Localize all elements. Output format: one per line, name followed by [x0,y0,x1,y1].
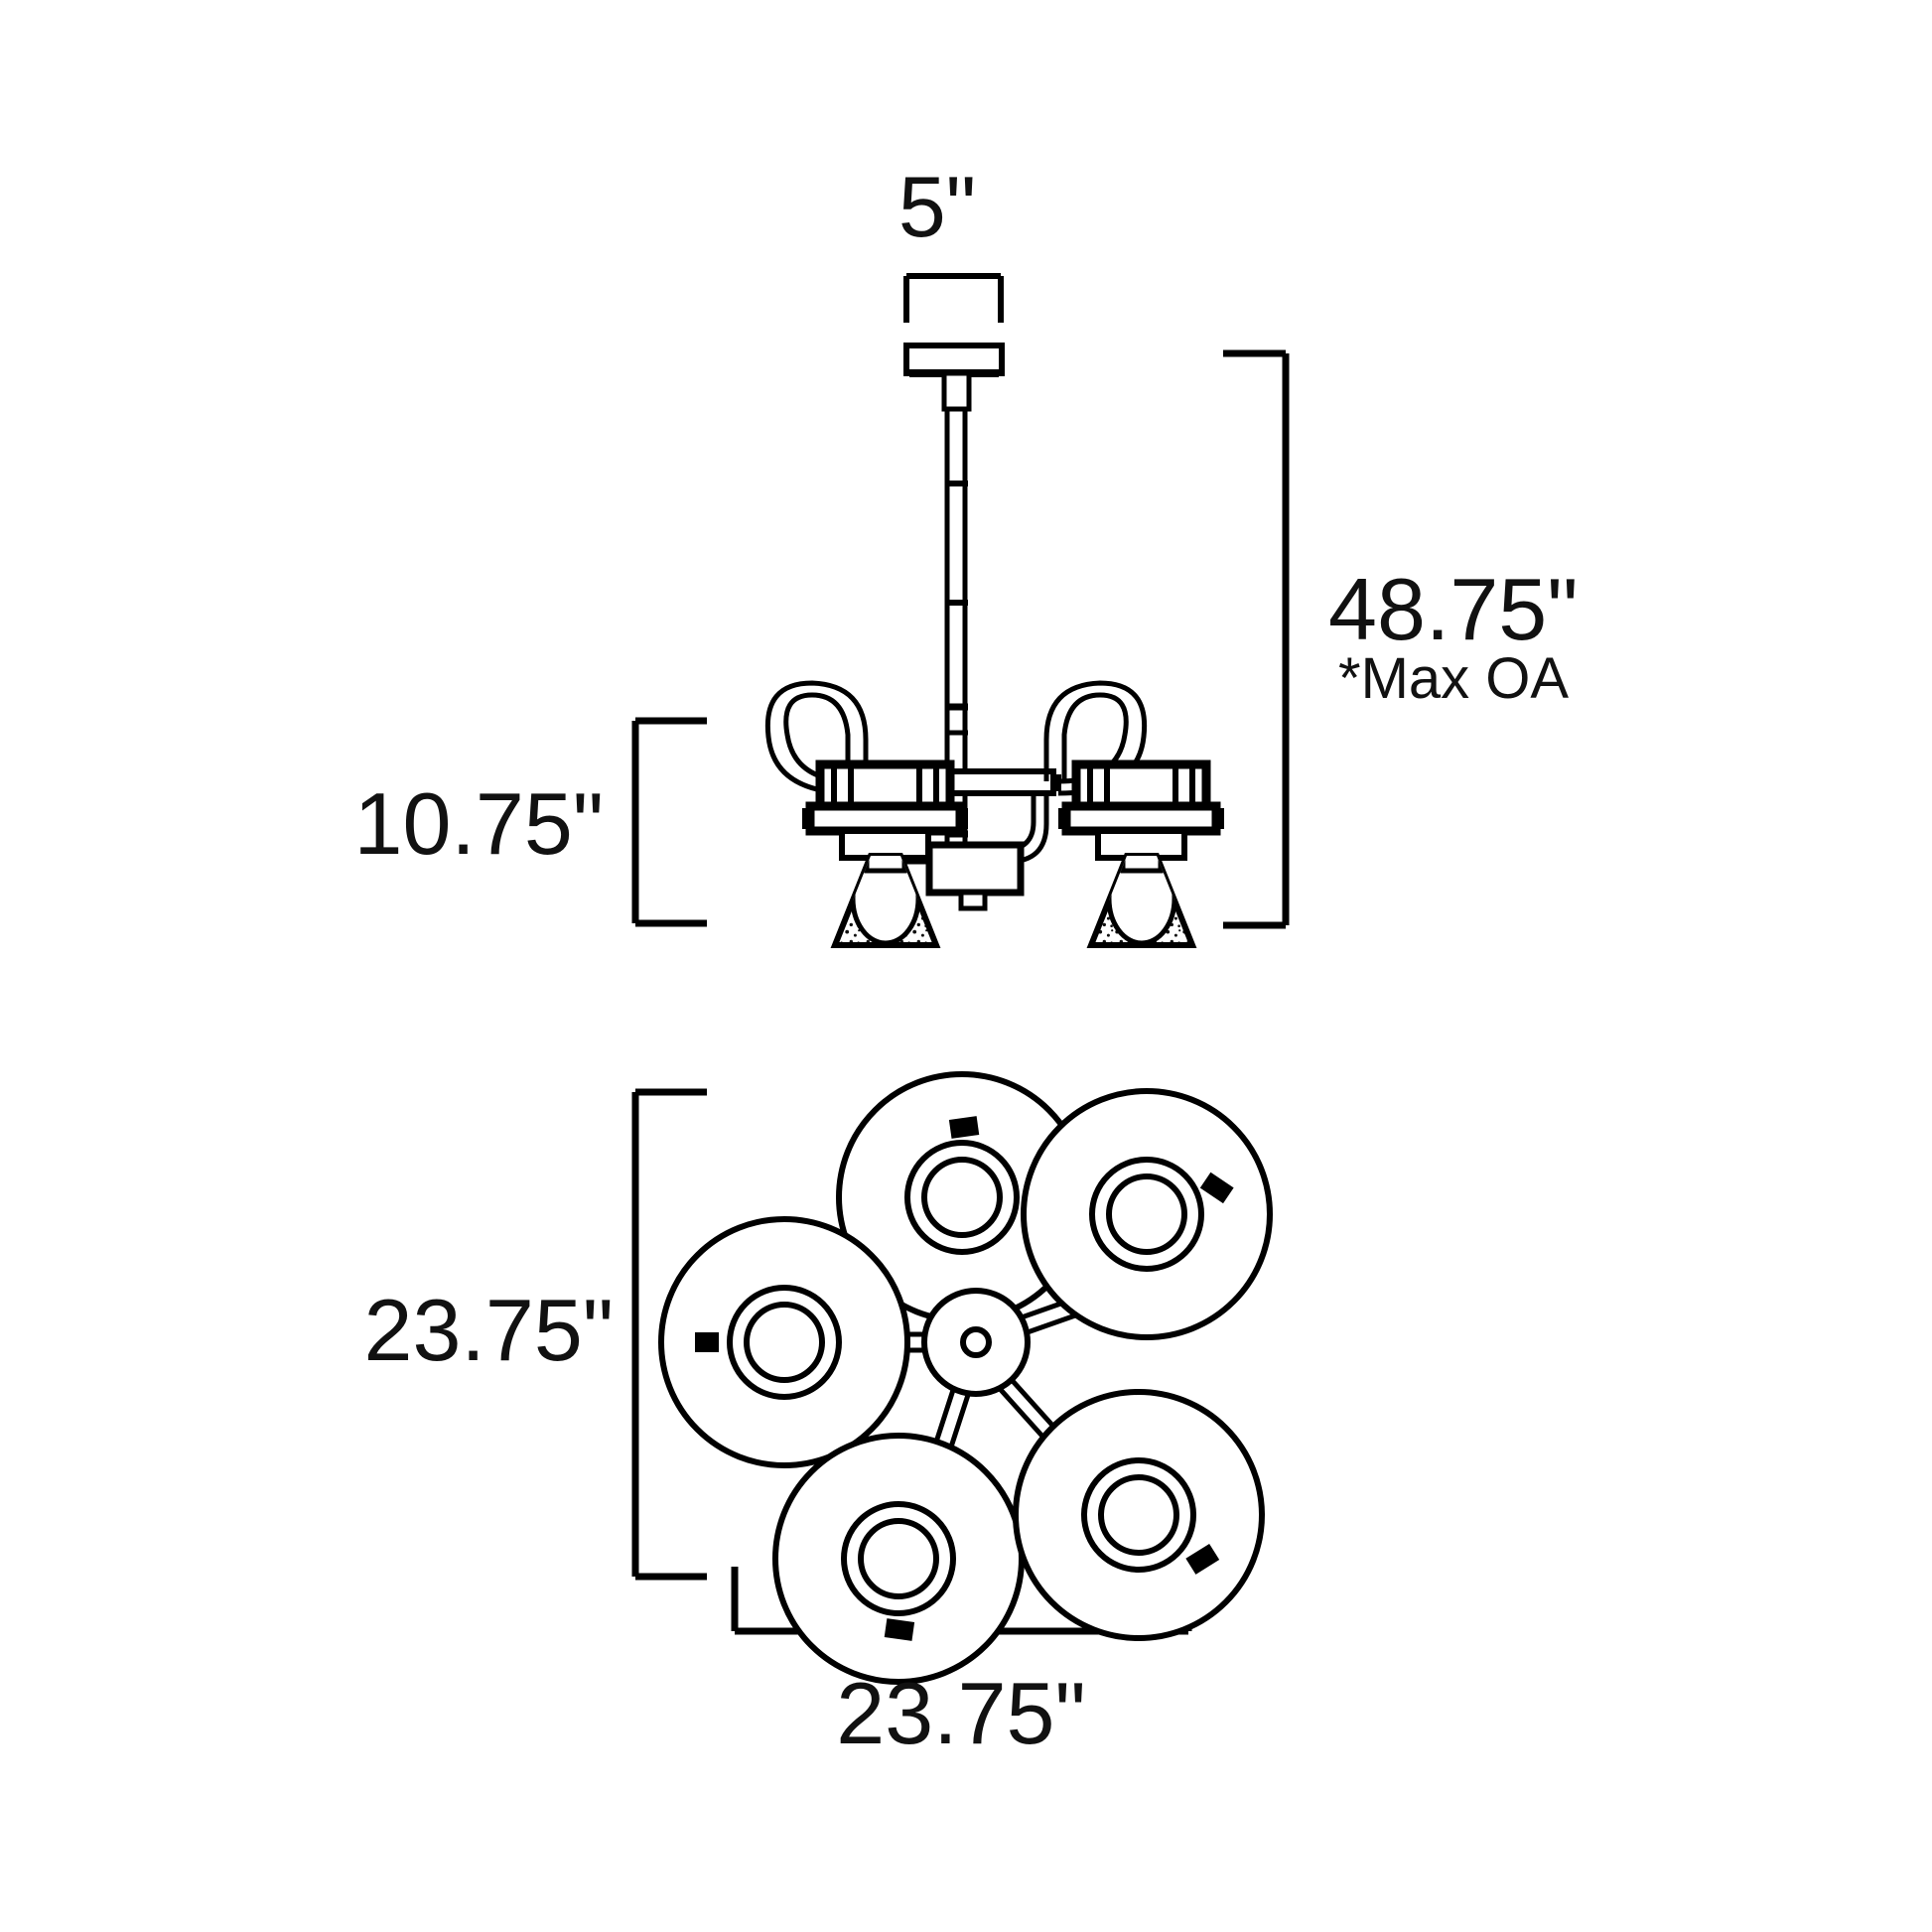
canopy [903,343,1005,377]
dimension-label-plan-width: 23.75" [836,1664,1086,1762]
plan-shade-3 [658,1216,910,1468]
plan-shade-4 [772,1433,1025,1685]
dimension-bracket-canopy-width [903,273,1004,323]
dimension-label-canopy-width: 5" [897,160,977,255]
dimension-bracket-body-height [631,717,707,927]
plan-hub [921,1288,1031,1397]
downrod-collar [941,370,972,412]
dimension-label-overall-height: 48.75" [1328,560,1579,658]
dimension-label-body-height: 10.75" [353,774,604,873]
plan-shade-2 [1021,1088,1273,1340]
light-left [802,759,968,948]
center-body [925,841,1025,911]
plan-shade-5 [1013,1389,1265,1641]
light-right [1058,759,1224,948]
arm-left [764,680,869,796]
elevation-view [764,343,1224,948]
dimension-bracket-overall-height [1223,349,1290,929]
plan-view [658,1071,1273,1685]
dimension-label-plan-height: 23.75" [363,1281,614,1379]
dimension-note-max-oa: *Max OA [1338,646,1570,711]
dimension-bracket-plan-height [631,1088,707,1581]
